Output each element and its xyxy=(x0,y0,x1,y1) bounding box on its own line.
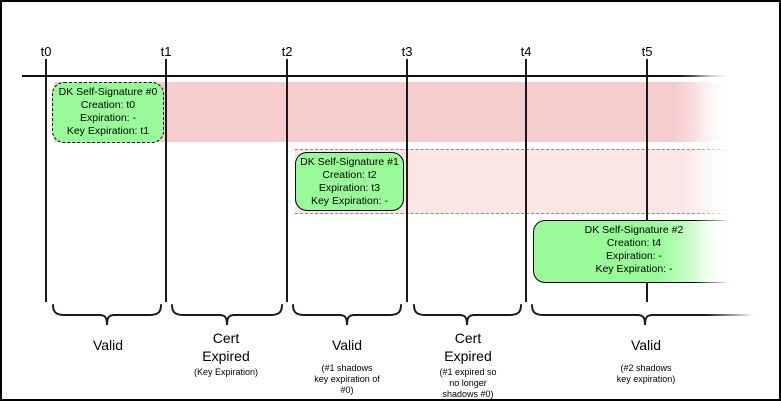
tick-label-t2: t2 xyxy=(281,44,293,59)
tick-label-t3: t3 xyxy=(401,44,413,59)
sig0-key-expiration: Key Expiration: t1 xyxy=(66,125,150,137)
section-4: Cert Expired (#1 expired so no longer sh… xyxy=(439,329,497,399)
brace-section-4 xyxy=(413,304,522,326)
signature-box-0: DK Self-Signature #0 Creation: t0 Expira… xyxy=(52,82,164,143)
section-2: Cert Expired (Key Expiration) xyxy=(194,329,258,378)
sig1-expiration: Expiration: t3 xyxy=(318,182,381,194)
section-5: Valid (#2 shadows key expiration) xyxy=(617,329,676,385)
section-5-label: Valid xyxy=(630,337,662,353)
sig1-creation: Creation: t2 xyxy=(322,169,377,181)
sig1-key-expiration: Key Expiration: - xyxy=(310,195,389,207)
section-1: Valid xyxy=(93,329,123,363)
sig0-expiration: Expiration: - xyxy=(79,112,137,124)
tick-line-t0 xyxy=(45,59,47,302)
sig0-title: DK Self-Signature #0 xyxy=(58,86,158,98)
brace-fade-overlay xyxy=(705,299,763,329)
brace-section-2 xyxy=(171,304,283,326)
sig2-title: DK Self-Signature #2 xyxy=(584,224,684,236)
tick-line-t2 xyxy=(286,59,288,302)
tick-line-t3 xyxy=(406,59,408,302)
brace-section-1 xyxy=(52,304,162,326)
tick-label-t0: t0 xyxy=(40,44,52,59)
section-3-label: Valid xyxy=(331,337,363,353)
section-5-sublabel: (#2 shadows key expiration) xyxy=(616,363,676,384)
tick-label-t4: t4 xyxy=(520,44,532,59)
section-4-sublabel: (#1 expired so no longer shadows #0) xyxy=(439,367,497,399)
sig2-key-expiration: Key Expiration: - xyxy=(595,263,673,275)
section-3-sublabel: (#1 shadows key expiration of #0) xyxy=(314,363,380,395)
tick-label-t5: t5 xyxy=(641,44,653,59)
tick-line-t5 xyxy=(646,59,648,302)
section-2-label: Cert Expired xyxy=(202,330,250,364)
timeline-axis xyxy=(22,75,735,77)
tick-label-t1: t1 xyxy=(160,44,172,59)
signature-box-1: DK Self-Signature #1 Creation: t2 Expira… xyxy=(295,152,404,211)
sig1-title: DK Self-Signature #1 xyxy=(300,156,399,168)
sig2-expiration: Expiration: - xyxy=(605,250,663,262)
validity-band-cert0 xyxy=(54,82,735,142)
sig0-creation: Creation: t0 xyxy=(80,99,136,111)
tick-line-t1 xyxy=(165,59,167,302)
brace-section-3 xyxy=(292,304,402,326)
section-4-label: Cert Expired xyxy=(444,330,492,364)
sig2-creation: Creation: t4 xyxy=(606,237,662,249)
section-3: Valid (#1 shadows key expiration of #0) xyxy=(314,329,380,396)
tick-line-t4 xyxy=(525,59,527,302)
section-2-sublabel: (Key Expiration) xyxy=(193,367,259,377)
section-1-label: Valid xyxy=(92,337,124,353)
right-fade-overlay xyxy=(692,58,738,294)
